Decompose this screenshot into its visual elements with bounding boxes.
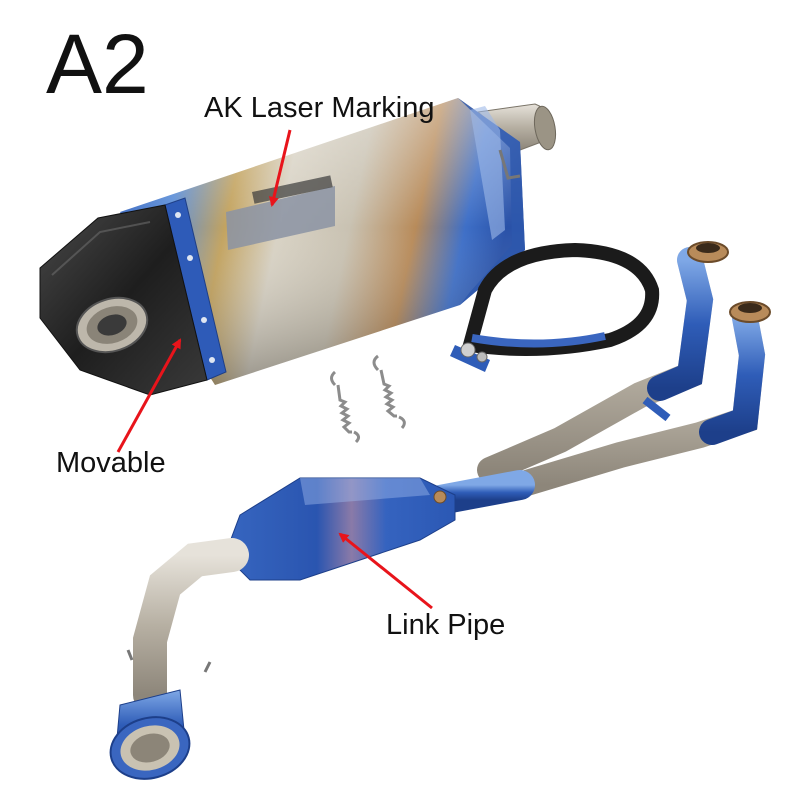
callout-arrows — [116, 129, 433, 610]
exhaust-pipe-image — [109, 241, 771, 780]
model-code-title: A2 — [46, 17, 149, 111]
arrow-laser-marking — [269, 129, 292, 207]
arrow-movable — [116, 338, 182, 453]
arrow-link-pipe — [338, 532, 433, 610]
muffler-image — [39, 98, 557, 396]
callout-link-pipe: Link Pipe — [386, 609, 506, 641]
callout-movable: Movable — [56, 447, 166, 479]
mounting-clamp-image — [450, 242, 660, 372]
spring-image — [330, 354, 406, 444]
callout-laser-marking: AK Laser Marking — [204, 92, 435, 124]
